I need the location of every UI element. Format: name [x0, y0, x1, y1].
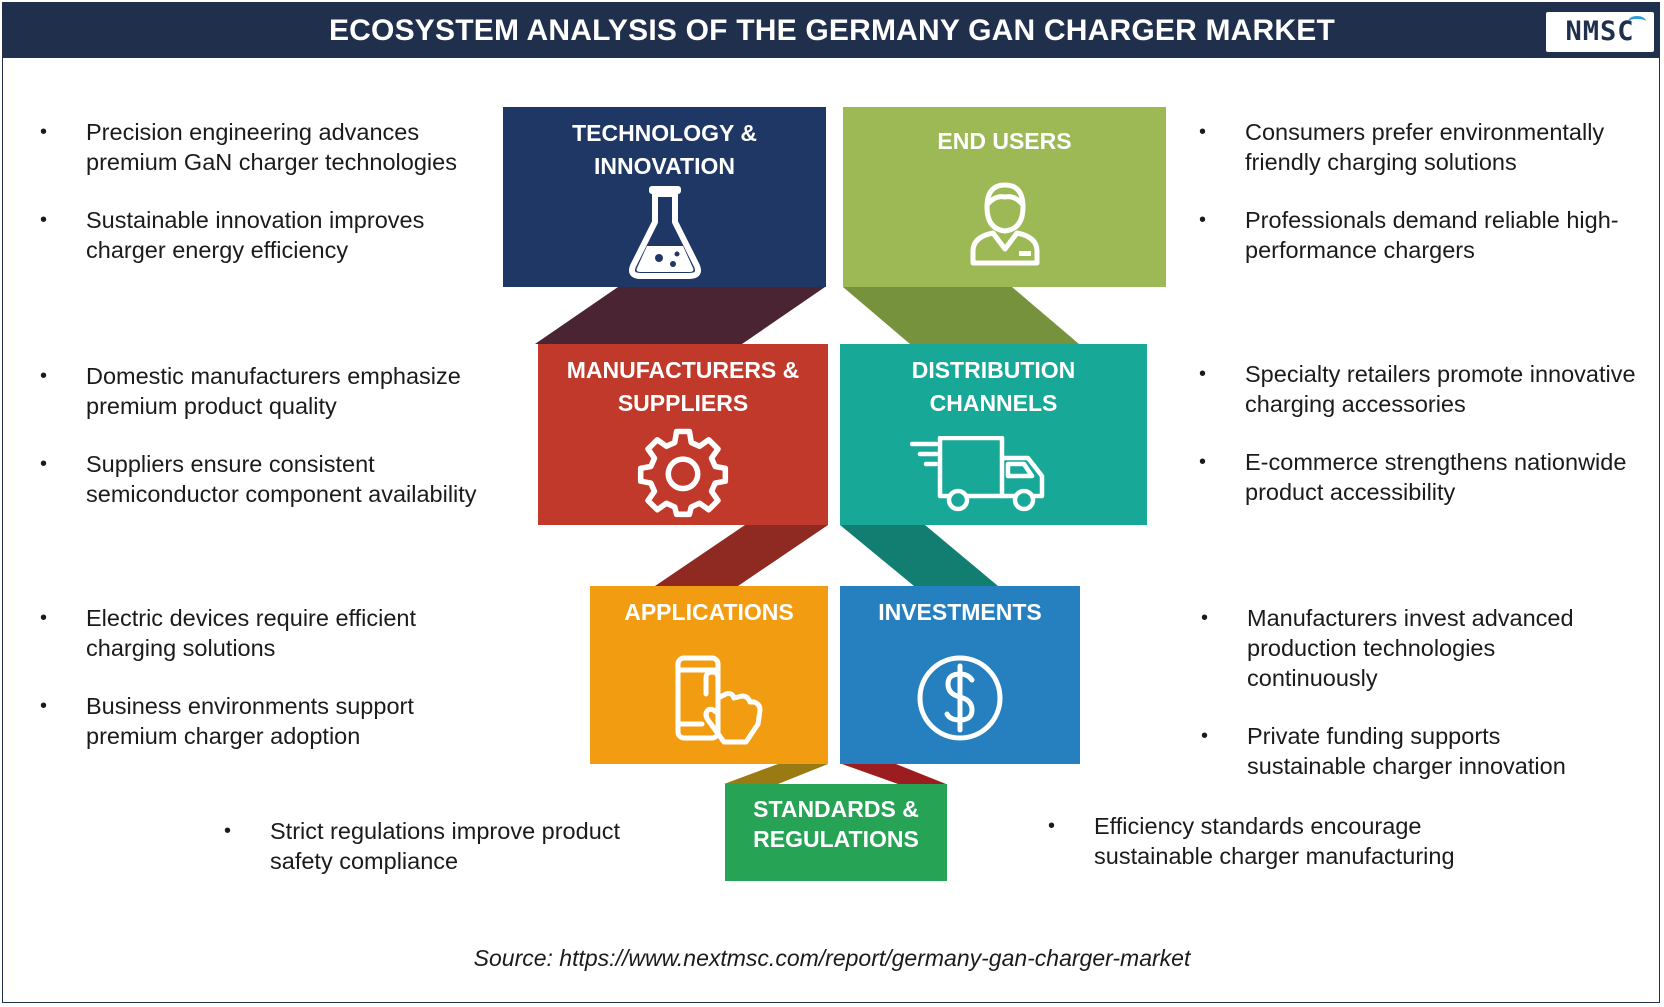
page-title: ECOSYSTEM ANALYSIS OF THE GERMANY GAN CH…: [328, 14, 1336, 47]
applications-box: APPLICATIONS: [590, 586, 828, 764]
logo-text: NMSC: [1565, 16, 1635, 47]
technology-label: TECHNOLOGY & INNOVATION: [572, 120, 757, 179]
bullet-dot: •: [40, 607, 48, 629]
ribbon-investments-standards: [842, 764, 946, 784]
manufacturers-bullets: • Domestic manufacturers emphasize premiu…: [40, 361, 510, 537]
bullet-dot: •: [1048, 815, 1056, 837]
ribbon-endusers-distribution: [843, 287, 1079, 344]
nmsc-logo: NMSC: [1546, 12, 1654, 52]
header-bar: [2, 2, 1660, 58]
investments-box: INVESTMENTS: [840, 586, 1080, 764]
applications-bullets: • Electric devices require efficient char…: [40, 603, 510, 779]
bullet-item: • Strict regulations improve product safe…: [224, 816, 674, 876]
bullet-text: Private funding supports sustainable cha…: [1247, 723, 1566, 779]
standards-label: STANDARDS & REGULATIONS: [753, 796, 919, 852]
ribbon-manufacturers-applications: [655, 525, 828, 586]
bullet-dot: •: [40, 695, 48, 717]
bullet-text: E-commerce strengthens nationwide produc…: [1245, 449, 1627, 505]
bullet-item: • E-commerce strengthens nationwide produ…: [1199, 447, 1649, 507]
bullet-dot: •: [1201, 725, 1209, 747]
gear-icon: [637, 428, 729, 518]
bullet-dot: •: [224, 820, 232, 842]
bullet-text: Precision engineering advances premium G…: [86, 119, 457, 175]
distribution-label: DISTRIBUTION CHANNELS: [911, 357, 1076, 416]
bullet-text: Manufacturers invest advanced production…: [1247, 605, 1574, 691]
dollar-icon: [917, 655, 1003, 741]
bullet-dot: •: [1199, 209, 1207, 231]
end-users-bullets: • Consumers prefer environmentally friend…: [1199, 117, 1649, 293]
bullet-item: • Domestic manufacturers emphasize premiu…: [40, 361, 510, 421]
technology-innovation-box: TECHNOLOGY & INNOVATION: [503, 107, 826, 287]
bullet-item: • Precision engineering advances premium …: [40, 117, 490, 177]
bullet-text: Professionals demand reliable high-perfo…: [1245, 207, 1619, 263]
bullet-text: Electric devices require efficient charg…: [86, 605, 417, 661]
bullet-dot: •: [1199, 451, 1207, 473]
bullet-dot: •: [1199, 363, 1207, 385]
user-icon: [970, 182, 1040, 266]
bullet-text: Specialty retailers promote innovative c…: [1245, 361, 1636, 417]
manufacturers-label: MANUFACTURERS & SUPPLIERS: [566, 357, 800, 416]
investments-bullets: • Manufacturers invest advanced productio…: [1201, 603, 1621, 809]
ribbon-distribution-investments: [840, 525, 998, 586]
bullet-text: Sustainable innovation improves charger …: [86, 207, 425, 263]
bullet-text: Strict regulations improve product safet…: [270, 818, 621, 874]
bullet-dot: •: [40, 121, 48, 143]
bullet-item: • Professionals demand reliable high-perf…: [1199, 205, 1649, 265]
applications-label: APPLICATIONS: [624, 599, 794, 625]
bullet-text: Business environments support premium ch…: [86, 693, 414, 749]
bullet-text: Consumers prefer environmentally friendl…: [1245, 119, 1605, 175]
bullet-item: • Suppliers ensure consistent semiconduct…: [40, 449, 510, 509]
bullet-text: Suppliers ensure consistent semiconducto…: [86, 451, 477, 507]
bullet-dot: •: [1199, 121, 1207, 143]
investments-label: INVESTMENTS: [878, 599, 1042, 625]
bullet-item: • Electric devices require efficient char…: [40, 603, 510, 663]
ribbon-technology-manufacturers: [535, 287, 825, 344]
logo-swoosh: [1628, 16, 1646, 27]
truck-icon: [910, 436, 1045, 512]
bullet-dot: •: [40, 453, 48, 475]
bullet-item: • Sustainable innovation improves charger…: [40, 205, 490, 265]
bullet-item: • Private funding supports sustainable ch…: [1201, 721, 1621, 781]
standards-right-bullets: • Efficiency standards encourage sustaina…: [1048, 811, 1498, 899]
flask-icon: [629, 186, 701, 279]
bullet-item: • Business environments support premium c…: [40, 691, 510, 751]
bullet-item: • Manufacturers invest advanced productio…: [1201, 603, 1621, 693]
bullet-dot: •: [40, 365, 48, 387]
ribbon-applications-standards: [724, 764, 828, 784]
bullet-dot: •: [40, 209, 48, 231]
bullet-text: Efficiency standards encourage sustainab…: [1094, 813, 1455, 869]
bullet-dot: •: [1201, 607, 1209, 629]
bullet-item: • Consumers prefer environmentally friend…: [1199, 117, 1649, 177]
end-users-box: END USERS: [843, 107, 1166, 287]
bullet-item: • Specialty retailers promote innovative …: [1199, 359, 1649, 419]
distribution-channels-box: DISTRIBUTION CHANNELS: [840, 344, 1147, 525]
phone-touch-icon: [675, 655, 763, 745]
standards-regulations-box: STANDARDS & REGULATIONS: [725, 784, 947, 881]
standards-left-bullets: • Strict regulations improve product safe…: [224, 816, 674, 904]
end-users-label: END USERS: [937, 128, 1072, 154]
bullet-item: • Efficiency standards encourage sustaina…: [1048, 811, 1498, 871]
source-citation: Source: https://www.nextmsc.com/report/g…: [473, 945, 1191, 971]
technology-bullets: • Precision engineering advances premium …: [40, 117, 490, 293]
distribution-bullets: • Specialty retailers promote innovative …: [1199, 359, 1649, 535]
bullet-text: Domestic manufacturers emphasize premium…: [86, 363, 461, 419]
manufacturers-suppliers-box: MANUFACTURERS & SUPPLIERS: [538, 344, 828, 525]
